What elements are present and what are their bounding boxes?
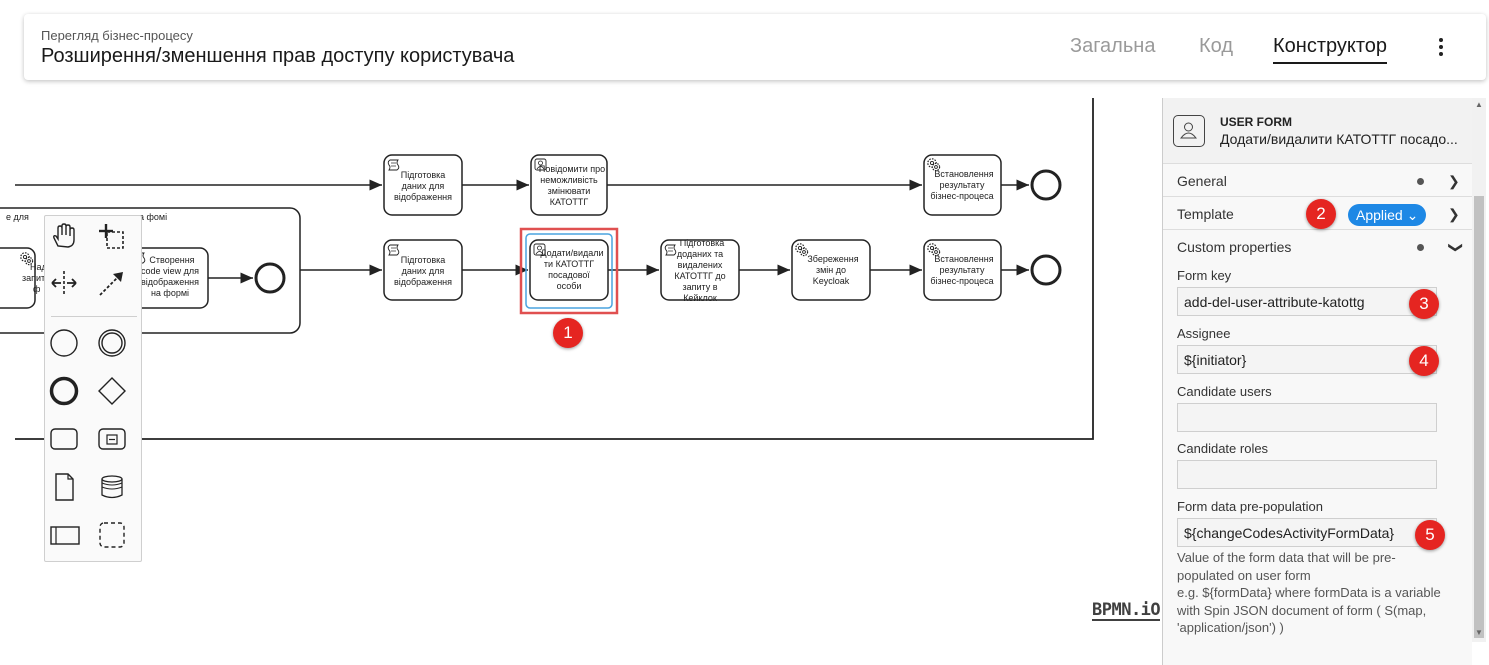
callout-badge-2: 2 [1306,199,1336,229]
element-name: Додати/видалити КАТОТТГ посадо... [1220,131,1458,147]
process-header: Перегляд бізнес-процесу Розширення/зменш… [24,14,1486,80]
callout-badge-5: 5 [1415,520,1445,550]
page-title: Розширення/зменшення прав доступу корист… [41,45,515,67]
end-event-icon[interactable] [49,376,89,416]
kebab-menu-icon[interactable] [1436,38,1446,60]
data-store-icon[interactable] [97,472,137,512]
group-general[interactable]: General ❯ [1163,165,1473,197]
chevron-right-icon: ❯ [1448,173,1460,189]
candidate-users-label: Candidate users [1177,384,1272,399]
group-icon[interactable] [97,520,137,560]
lasso-tool-icon[interactable] [97,222,137,262]
hand-tool-icon[interactable] [49,222,89,262]
assignee-input[interactable]: ${initiator} [1177,345,1437,374]
gateway-icon[interactable] [97,376,137,416]
task-icon[interactable] [49,424,89,464]
chevron-down-icon: ⌄ [1406,207,1419,223]
end-event[interactable] [1030,254,1062,286]
intermediate-event-icon[interactable] [97,328,137,368]
hint-line: Value of the form data that will be pre-… [1177,550,1396,583]
prepopulation-hint: Value of the form data that will be pre-… [1177,549,1447,637]
candidate-roles-input[interactable] [1177,460,1437,489]
group-general-label: General [1177,173,1227,189]
element-type: USER FORM [1220,115,1292,129]
properties-panel: USER FORM Додати/видалити КАТОТТГ посадо… [1162,98,1473,665]
end-event[interactable] [1030,169,1062,201]
callout-badge-4: 4 [1409,346,1439,376]
bpmn-io-logo[interactable]: BPMN.iO [1092,600,1161,621]
assignee-label: Assignee [1177,326,1231,341]
group-dot-indicator [1417,178,1424,185]
pool-icon[interactable] [49,520,89,560]
callout-badge-1: 1 [553,318,583,348]
prepopulation-label: Form data pre-population [1177,499,1323,514]
properties-header: USER FORM Додати/видалити КАТОТТГ посадо… [1163,98,1473,164]
tool-palette [44,215,142,562]
chevron-right-icon: ❯ [1448,206,1460,222]
group-template[interactable]: Template Applied ⌄ ❯ [1163,198,1473,230]
scroll-up-icon[interactable]: ▲ [1475,100,1483,109]
user-task-icon [1173,115,1205,147]
scroll-down-icon[interactable]: ▼ [1475,628,1483,637]
tab-designer[interactable]: Конструктор [1273,35,1388,64]
chevron-down-icon: ❯ [1448,241,1465,254]
group-custom-properties[interactable]: Custom properties ❯ [1163,231,1473,263]
start-event-icon[interactable] [49,328,89,368]
palette-separator [51,316,137,317]
scrollbar-thumb[interactable] [1474,196,1484,638]
global-connect-icon[interactable] [97,268,137,308]
page-subtitle: Перегляд бізнес-процесу [41,28,193,43]
pool-border [15,98,1094,440]
group-dot-indicator [1417,244,1424,251]
group-template-label: Template [1177,206,1234,222]
tab-code[interactable]: Код [1199,35,1234,57]
tab-general[interactable]: Загальна [1070,35,1156,57]
prepopulation-input[interactable]: ${changeCodesActivityFormData} [1177,518,1437,547]
form-key-label: Form key [1177,268,1232,283]
callout-badge-3: 3 [1409,289,1439,319]
candidate-users-input[interactable] [1177,403,1437,432]
applied-label: Applied [1356,207,1403,223]
panel-scrollbar[interactable]: ▲ ▼ [1472,98,1486,642]
form-key-input[interactable]: add-del-user-attribute-katottg [1177,287,1437,316]
template-applied-badge[interactable]: Applied ⌄ [1348,204,1427,226]
subprocess-icon[interactable] [97,424,137,464]
space-tool-icon[interactable] [49,268,89,308]
data-object-icon[interactable] [49,472,89,512]
hint-line: e.g. ${formData} where formData is a var… [1177,585,1441,635]
group-custom-label: Custom properties [1177,239,1292,255]
candidate-roles-label: Candidate roles [1177,441,1269,456]
subprocess-end-event[interactable] [254,262,286,294]
